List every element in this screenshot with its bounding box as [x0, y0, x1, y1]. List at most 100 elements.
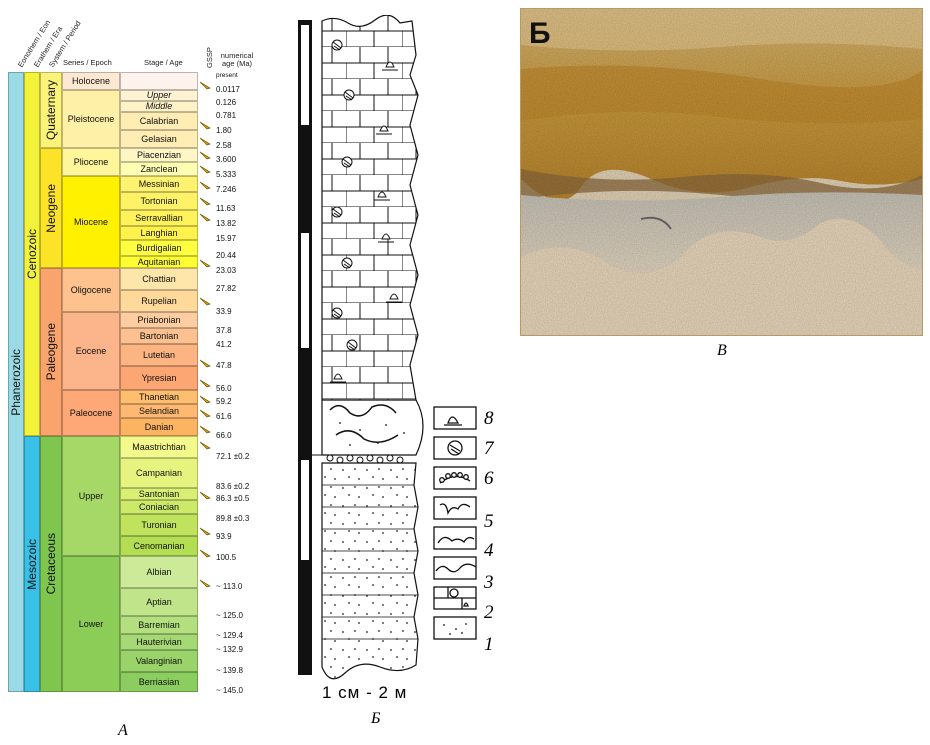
- photo-corner-letter: Б: [529, 17, 551, 50]
- gssp-spike-icon: [199, 297, 211, 306]
- age-value: 11.63: [216, 204, 236, 213]
- age-value: 37.8: [216, 326, 232, 335]
- legend-number: 7: [484, 438, 494, 459]
- age-value: 72.1 ±0.2: [216, 452, 250, 461]
- age-value: ~ 113.0: [216, 582, 243, 591]
- age-value: 0.0117: [216, 85, 240, 94]
- period-paleogene: Paleogene: [40, 268, 62, 436]
- epoch-pleistocene: Pleistocene: [62, 90, 120, 148]
- header-gssp: GSSP: [205, 47, 214, 68]
- age-value: 83.6 ±0.2: [216, 482, 250, 491]
- gssp-spike-icon: [199, 151, 211, 160]
- stage-bartonian: Bartonian: [120, 328, 198, 344]
- gssp-spike-icon: [199, 579, 211, 588]
- header-age: numerical age (Ma): [220, 51, 254, 69]
- age-value: 5.333: [216, 170, 237, 179]
- scale-label: 1 см - 2 м: [322, 683, 408, 702]
- age-value: 86.3 ±0.5: [216, 494, 250, 503]
- age-value: 0.126: [216, 98, 237, 107]
- eon-cell: Phanerozoic: [8, 72, 24, 692]
- stage-ypresian: Ypresian: [120, 366, 198, 390]
- age-value: 3.600: [216, 155, 237, 164]
- stage-coniacian: Coniacian: [120, 500, 198, 514]
- legend-number: 8: [484, 408, 494, 429]
- age-value: present: [216, 72, 238, 79]
- stage-serravallian: Serravallian: [120, 210, 198, 226]
- stage-campanian: Campanian: [120, 458, 198, 488]
- stage-santonian: Santonian: [120, 488, 198, 500]
- gssp-spike-icon: [199, 259, 211, 268]
- age-value: 13.82: [216, 219, 237, 228]
- eon-label: Phanerozoic: [9, 348, 23, 416]
- age-value: ~ 125.0: [216, 611, 243, 620]
- stage-tortonian: Tortonian: [120, 192, 198, 210]
- age-value: 20.44: [216, 251, 237, 260]
- gssp-spike-icon: [199, 549, 211, 558]
- age-value: 47.8: [216, 361, 232, 370]
- stage-zanclean: Zanclean: [120, 162, 198, 176]
- age-value: 15.97: [216, 234, 237, 243]
- age-value: 93.9: [216, 532, 232, 541]
- epoch-pliocene: Pliocene: [62, 148, 120, 176]
- epoch-lower: Lower: [62, 556, 120, 692]
- header-series: Series / Epoch: [63, 58, 112, 67]
- gssp-spike-icon: [199, 197, 211, 206]
- period-neogene: Neogene: [40, 148, 62, 268]
- legend-4-shell-fragments-icon: [433, 526, 477, 550]
- outcrop-photo-drawing: [521, 9, 922, 335]
- legend-number: 5: [484, 511, 494, 532]
- gssp-spike-icon: [199, 81, 211, 90]
- gssp-spike-icon: [199, 121, 211, 130]
- stage-aquitanian: Aquitanian: [120, 256, 198, 268]
- stage-calabrian: Calabrian: [120, 112, 198, 130]
- gssp-spike-icon: [199, 441, 211, 450]
- age-value: 41.2: [216, 340, 232, 349]
- panel-b-label: Б: [371, 710, 381, 727]
- stage-gelasian: Gelasian: [120, 130, 198, 148]
- gssp-spike-icon: [199, 491, 211, 500]
- legend-symbols: [433, 406, 477, 640]
- epoch-holocene: Holocene: [62, 72, 120, 90]
- age-value: 1.80: [216, 126, 232, 135]
- gssp-spike-icon: [199, 213, 211, 222]
- stage-aptian: Aptian: [120, 588, 198, 616]
- age-value: 7.246: [216, 185, 237, 194]
- period-quaternary: Quaternary: [40, 72, 62, 148]
- age-value: ~ 129.4: [216, 631, 243, 640]
- gssp-spike-icon: [199, 425, 211, 434]
- limestone-layer: [321, 15, 419, 401]
- period-cretaceous: Cretaceous: [40, 436, 62, 692]
- gssp-spike-icon: [199, 359, 211, 368]
- legend-number: 6: [484, 468, 494, 489]
- stage-piacenzian: Piacenzian: [120, 148, 198, 162]
- age-value: 56.0: [216, 384, 232, 393]
- legend-number: 1: [484, 634, 494, 655]
- stage-hauterivian: Hauterivian: [120, 634, 198, 650]
- legend-6-pebbles-icon: [433, 466, 477, 490]
- epoch-miocene: Miocene: [62, 176, 120, 268]
- panel-a-label: A: [118, 722, 128, 739]
- legend-number: 2: [484, 602, 494, 623]
- age-value: 61.6: [216, 412, 232, 421]
- outcrop-photo: Б: [520, 8, 923, 336]
- stage-rupelian: Rupelian: [120, 290, 198, 312]
- stage-chattian: Chattian: [120, 268, 198, 290]
- gssp-spike-icon: [199, 379, 211, 388]
- stage-holocene-blank: [120, 72, 198, 90]
- stage-barremian: Barremian: [120, 616, 198, 634]
- epoch-oligocene: Oligocene: [62, 268, 120, 312]
- stage-upper-pleistocene: Upper: [120, 90, 198, 101]
- stage-langhian: Langhian: [120, 226, 198, 240]
- legend-number: 3: [484, 572, 494, 593]
- gssp-spike-icon: [199, 165, 211, 174]
- age-value: 27.82: [216, 284, 237, 293]
- legend-3-erosion-surface-icon: [433, 556, 477, 580]
- stage-middle: Middle: [120, 101, 198, 112]
- lithologic-column-svg: [298, 15, 424, 680]
- stage-valanginian: Valanginian: [120, 650, 198, 672]
- era-mesozoic: Mesozoic: [24, 436, 40, 692]
- legend-number: 4: [484, 540, 494, 561]
- legend-1-sandstone-icon: [433, 616, 477, 640]
- age-value: ~ 132.9: [216, 645, 243, 654]
- age-value: 59.2: [216, 397, 232, 406]
